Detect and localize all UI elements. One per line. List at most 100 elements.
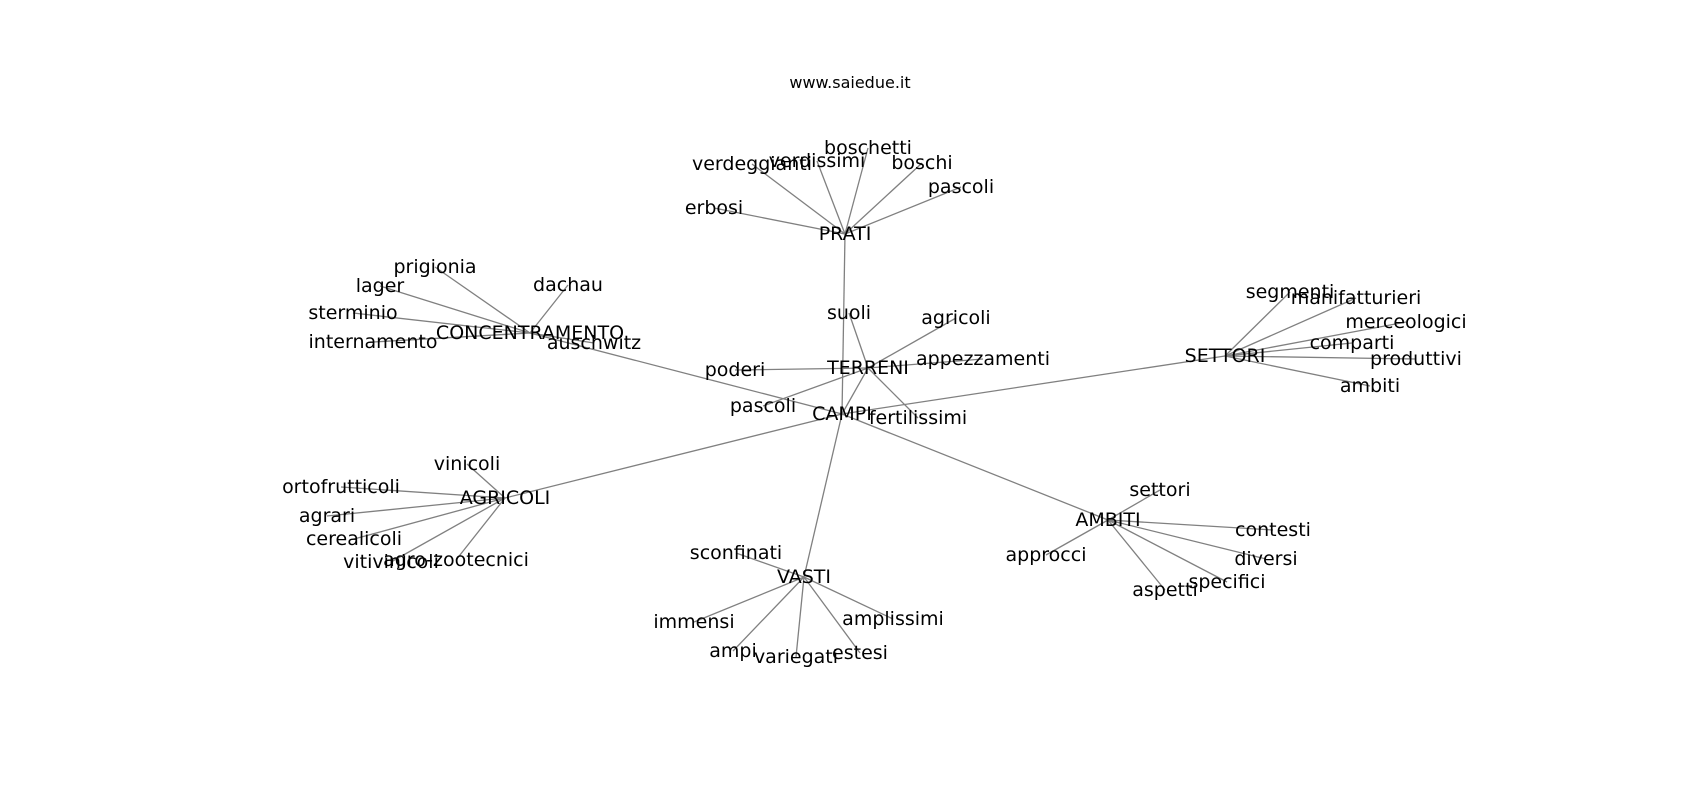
site-title: www.saiedue.it xyxy=(789,73,910,92)
edge-campi-vasti xyxy=(803,413,843,578)
leaf-node-pascoli_prati: pascoli xyxy=(928,176,994,198)
leaf-node-pascoli_terreni: pascoli xyxy=(730,395,796,417)
edge-ambiti_hub-diversi xyxy=(1107,519,1267,560)
hub-node-agricoli_hub: AGRICOLI xyxy=(460,487,551,509)
edge-settori-merceologici xyxy=(1224,321,1407,357)
edge-agricoli_hub-agrozootecnici xyxy=(455,497,506,561)
edge-vasti-estesi xyxy=(803,576,861,654)
edge-settori-comparti xyxy=(1224,342,1353,357)
leaf-node-ambiti_leaf: ambiti xyxy=(1340,375,1400,397)
hub-node-vasti: VASTI xyxy=(777,566,831,588)
leaf-node-comparti: comparti xyxy=(1310,332,1395,354)
leaf-node-immensi: immensi xyxy=(653,611,734,633)
hub-node-settori: SETTORI xyxy=(1185,345,1266,367)
edge-settori-manifatturieri xyxy=(1224,297,1357,357)
edge-terreni-suoli xyxy=(848,312,869,369)
leaf-node-vinicoli: vinicoli xyxy=(434,453,500,475)
edge-agricoli_hub-vitivinicoli xyxy=(390,497,506,563)
leaf-node-contesti: contesti xyxy=(1235,519,1311,541)
leaf-node-prigionia: prigionia xyxy=(393,256,476,278)
leaf-node-agricoli_leaf: agricoli xyxy=(921,307,990,329)
edge-settori-ambiti_leaf xyxy=(1224,355,1371,387)
edge-prati-pascoli_prati xyxy=(844,186,962,235)
edge-vasti-immensi xyxy=(693,576,805,623)
edge-terreni-poderi xyxy=(734,367,869,371)
hub-node-prati: PRATI xyxy=(819,223,872,245)
edge-concentramento-sterminio xyxy=(352,312,531,334)
leaf-node-verdissimi: verdissimi xyxy=(769,150,866,172)
leaf-node-amplissimi: amplissimi xyxy=(842,608,944,630)
edge-ambiti_hub-approcci xyxy=(1045,519,1109,556)
edge-vasti-ampi xyxy=(732,576,805,652)
leaf-node-erbosi: erbosi xyxy=(685,197,743,219)
edge-prati-boschetti xyxy=(844,147,869,235)
leaf-node-appezzamenti: appezzamenti xyxy=(916,348,1050,370)
leaf-node-lager: lager xyxy=(356,275,405,297)
edge-concentramento-lager xyxy=(379,285,531,334)
leaf-node-internamento: internamento xyxy=(309,331,438,353)
leaf-node-sconfinati: sconfinati xyxy=(690,542,782,564)
edge-prati-boschi xyxy=(844,162,923,235)
edge-ambiti_hub-contesti xyxy=(1107,519,1274,531)
leaf-node-dachau: dachau xyxy=(533,274,603,296)
leaf-node-boschetti: boschetti xyxy=(824,137,912,159)
leaf-node-manifatturieri: manifatturieri xyxy=(1291,287,1422,309)
edge-vasti-variegati xyxy=(795,576,805,658)
edge-concentramento-internamento xyxy=(372,332,531,343)
leaf-node-cerealicoli: cerealicoli xyxy=(306,528,402,550)
edge-prati-verdeggianti xyxy=(751,163,846,235)
edge-campi-agricoli_hub xyxy=(504,413,843,499)
leaf-node-boschi: boschi xyxy=(891,152,952,174)
hub-node-campi: CAMPI xyxy=(812,403,872,425)
edge-campi-ambiti_hub xyxy=(841,413,1109,521)
edge-terreni-pascoli_terreni xyxy=(762,367,869,407)
node-layer: CAMPI TERRENI PRATI CONCENTRAMENTO SETTORI AG… xyxy=(282,137,1467,668)
leaf-node-merceologici: merceologici xyxy=(1345,311,1466,333)
leaf-node-fertilissimi: fertilissimi xyxy=(869,407,967,429)
leaf-node-aspetti: aspetti xyxy=(1132,579,1197,601)
edge-terreni-fertilissimi xyxy=(867,367,919,419)
leaf-node-approcci: approcci xyxy=(1006,544,1087,566)
leaf-node-suoli: suoli xyxy=(827,302,871,324)
edge-agricoli_hub-vinicoli xyxy=(466,463,506,499)
edge-prati-verdissimi xyxy=(816,160,846,235)
edge-campi-prati xyxy=(841,233,846,415)
edge-ambiti_hub-settori_leaf xyxy=(1107,489,1161,521)
leaf-node-diversi: diversi xyxy=(1234,548,1297,570)
edge-agricoli_hub-agrari xyxy=(326,497,506,517)
edge-ambiti_hub-aspetti xyxy=(1107,519,1166,591)
leaf-node-ampi: ampi xyxy=(709,640,757,662)
edge-campi-concentramento xyxy=(529,332,843,415)
edge-concentramento-prigionia xyxy=(434,266,531,334)
hub-node-concentramento: CONCENTRAMENTO xyxy=(436,322,624,344)
edge-settori-segmenti xyxy=(1224,291,1291,357)
leaf-node-verdeggianti: verdeggianti xyxy=(692,153,812,175)
edge-vasti-sconfinati xyxy=(735,552,805,578)
leaf-node-variegati: variegati xyxy=(754,646,838,668)
edge-vasti-amplissimi xyxy=(803,576,894,620)
edge-settori-produttivi xyxy=(1224,355,1417,360)
leaf-node-poderi: poderi xyxy=(705,359,766,381)
edge-terreni-appezzamenti xyxy=(867,358,984,369)
leaf-node-produttivi: produttivi xyxy=(1370,348,1462,370)
leaf-node-agrozootecnici: agro-zootecnici xyxy=(383,549,529,571)
hub-node-ambiti_hub: AMBITI xyxy=(1075,509,1140,531)
edge-campi-settori xyxy=(841,355,1226,415)
leaf-node-segmenti: segmenti xyxy=(1246,281,1335,303)
edge-concentramento-auschwitz xyxy=(529,332,595,344)
edge-concentramento-dachau xyxy=(529,284,569,334)
leaf-node-vitivinicoli: vitivinicoli xyxy=(343,551,439,573)
edge-prati-erbosi xyxy=(713,207,846,235)
edge-agricoli_hub-cerealicoli xyxy=(353,497,506,540)
leaf-node-estesi: estesi xyxy=(832,642,888,664)
edge-ambiti_hub-specifici xyxy=(1107,519,1228,583)
edge-agricoli_hub-ortofrutticoli xyxy=(340,486,506,499)
leaf-node-ortofrutticoli: ortofrutticoli xyxy=(282,476,400,498)
leaf-node-settori_leaf: settori xyxy=(1129,479,1190,501)
leaf-node-auschwitz: auschwitz xyxy=(547,332,641,354)
leaf-node-sterminio: sterminio xyxy=(308,302,397,324)
leaf-node-specifici: specifici xyxy=(1188,571,1265,593)
hub-node-terreni: TERRENI xyxy=(826,357,909,379)
edge-campi-terreni xyxy=(841,367,869,415)
